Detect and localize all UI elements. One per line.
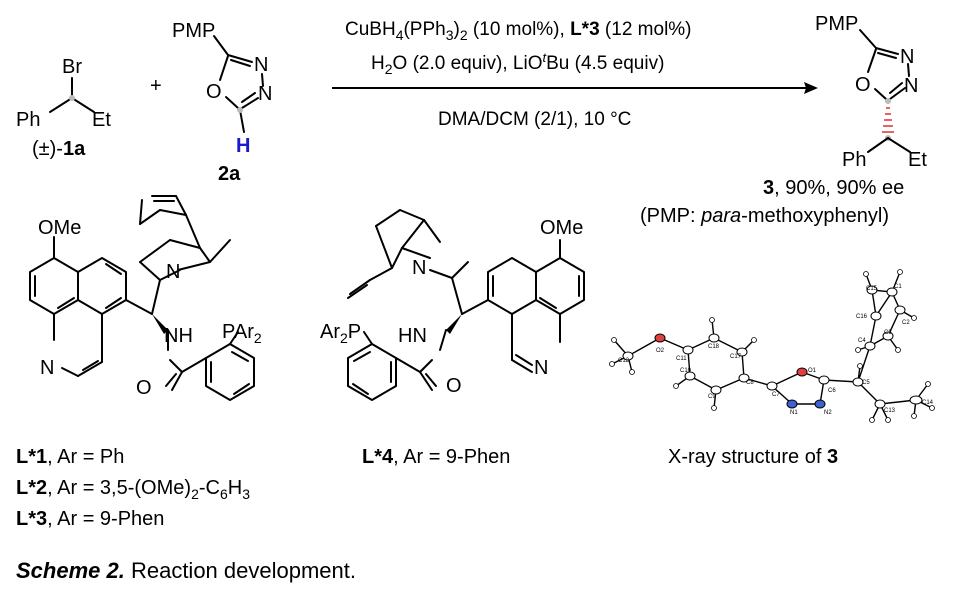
ligand-left-structure: OMe N N NH O PAr2 — [29, 195, 262, 401]
xray-structure: C12 O2 C11 C10 C9 C18 C17 C8 C7 O1 N1 N2… — [609, 269, 935, 423]
n-label: N — [254, 54, 268, 76]
atom-label: C9 — [708, 394, 716, 400]
pmp-label: PMP — [815, 13, 858, 35]
phosphine-label: Ar2P — [320, 321, 361, 346]
product-result: 3, 90%, 90% ee — [763, 177, 904, 199]
scheme-caption: Scheme 2. Reaction development. — [16, 558, 356, 584]
reaction-arrow — [332, 82, 818, 94]
n-quinuclidine-label: N — [166, 261, 180, 283]
pmp-label: PMP — [172, 20, 215, 42]
atom-label: C16 — [856, 314, 868, 320]
atom-label: C3 — [884, 330, 892, 336]
n-label: N — [258, 83, 272, 105]
ligand-l3-line: L*3, Ar = 9-Phen — [16, 508, 164, 530]
phosphine-label: PAr2 — [222, 321, 262, 346]
h-label: H — [236, 135, 250, 157]
atom-label: C12 — [618, 358, 630, 364]
atom-label: C10 — [680, 368, 692, 374]
atom-label: C17 — [730, 354, 742, 360]
conditions-line-3: DMA/DCM (2/1), 10 °C — [438, 109, 631, 130]
nh-label: NH — [164, 325, 193, 347]
ligand-right-structure: OMe N N HN O Ar2P — [320, 209, 585, 401]
o-label: O — [855, 74, 871, 96]
atom-label: C18 — [708, 344, 720, 350]
product-3: PMP N N O Ph Et 3, 90%, 90% ee (PMP: par… — [640, 13, 927, 227]
ph-label: Ph — [16, 109, 40, 131]
pmp-note: (PMP: para-methoxyphenyl) — [640, 205, 889, 227]
br-label: Br — [62, 56, 82, 78]
atom-label: O2 — [656, 348, 665, 354]
atom-label: C11 — [676, 356, 687, 362]
atom-label: C8 — [746, 380, 754, 386]
substrate-1a: Br Ph Et (±)-1a — [16, 56, 111, 160]
ligand-l1-line: L*1, Ar = Ph — [16, 446, 124, 468]
conditions-line-2: H2O (2.0 equiv), LiOtBu (4.5 equiv) — [371, 50, 664, 77]
ome-label: OMe — [540, 217, 583, 239]
ph-label: Ph — [842, 149, 866, 171]
o-label: O — [446, 375, 462, 397]
atom-label: C5 — [862, 380, 870, 386]
xray-caption: X-ray structure of 3 — [668, 446, 838, 468]
atom-label: C13 — [884, 408, 896, 414]
n-quinoline-label: N — [534, 357, 548, 379]
o-label: O — [136, 377, 152, 399]
n-label: N — [904, 75, 918, 97]
atom-label: C1 — [894, 284, 902, 290]
conditions-line-1: CuBH4(PPh3)2 (10 mol%), L*3 (12 mol%) — [345, 19, 692, 43]
ome-label: OMe — [38, 217, 81, 239]
et-label: Et — [92, 109, 111, 131]
atom-label: C14 — [922, 400, 934, 406]
scheme-caption-label: Scheme 2. — [16, 558, 125, 583]
atom-label: C4 — [858, 338, 866, 344]
scheme-caption-text: Reaction development. — [124, 558, 356, 583]
plus-sign: + — [150, 75, 162, 97]
atom-label: O1 — [808, 368, 817, 374]
atom-label: C6 — [828, 388, 836, 394]
et-label: Et — [908, 149, 927, 171]
stereocenter-dot — [69, 95, 75, 101]
atom-label: N2 — [824, 410, 832, 416]
n-quinuclidine-label: N — [412, 257, 426, 279]
atom-label: C2 — [902, 320, 910, 326]
atom-label: N1 — [790, 410, 798, 416]
n-quinoline-label: N — [40, 357, 54, 379]
atom-label: C15 — [866, 286, 878, 292]
ligand-l4-line: L*4, Ar = 9-Phen — [362, 446, 510, 468]
o-label: O — [206, 81, 222, 103]
ligand-l2-line: L*2, Ar = 3,5-(OMe)2-C6H3 — [16, 477, 250, 502]
compound-label-1a: (±)-1a — [32, 138, 86, 160]
hn-label: HN — [398, 325, 427, 347]
reagent-2a: PMP N N O H 2a — [172, 20, 272, 185]
n-label: N — [900, 46, 914, 68]
compound-label-2a: 2a — [218, 163, 241, 185]
atom-label: C7 — [772, 392, 780, 398]
